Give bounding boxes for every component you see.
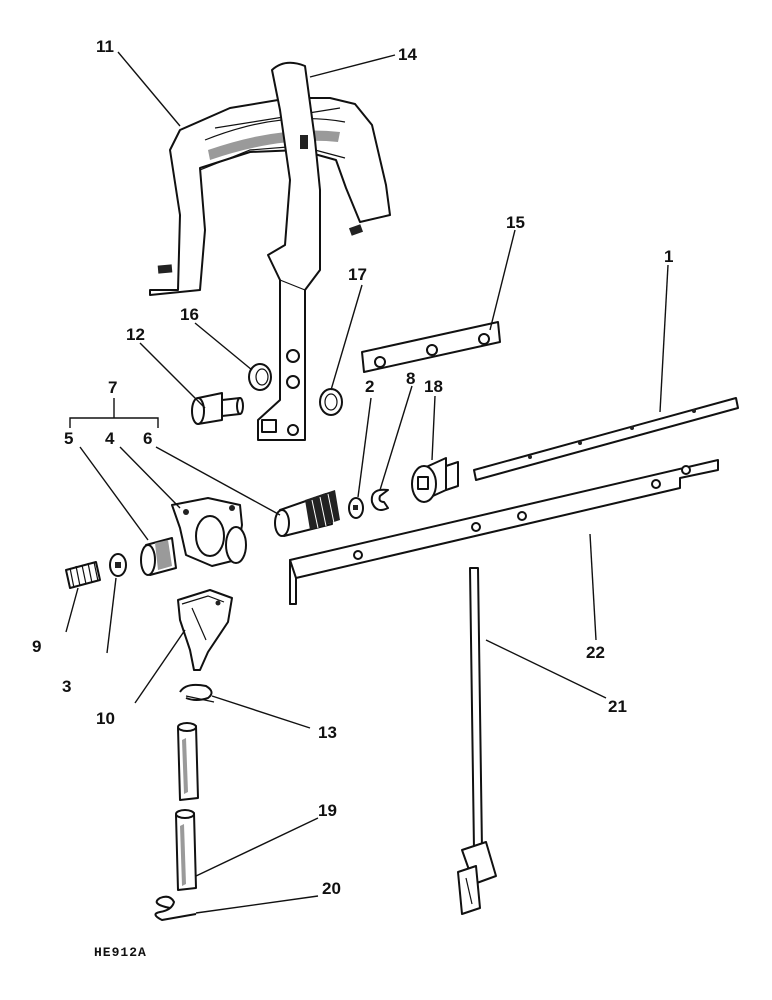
callout-15: 15	[506, 213, 525, 232]
callout-12: 12	[126, 325, 145, 344]
pivot-pin	[191, 392, 244, 425]
callout-10: 10	[96, 709, 115, 728]
callout-labels: 11 14 15 1 17 16 12 7 2 8 18 5 4 6 22 9 …	[32, 37, 673, 898]
rod	[457, 567, 497, 915]
callout-6: 6	[143, 429, 152, 448]
callout-2: 2	[365, 377, 374, 396]
spring-clip-13	[179, 683, 215, 703]
tube-upper	[177, 722, 199, 801]
bush-16	[248, 363, 272, 391]
callout-17: 17	[348, 265, 367, 284]
callout-5: 5	[64, 429, 73, 448]
callout-13: 13	[318, 723, 337, 742]
callout-14: 14	[398, 45, 417, 64]
callout-8: 8	[406, 369, 415, 388]
callout-4: 4	[105, 429, 115, 448]
washer-3	[109, 553, 127, 577]
callout-22: 22	[586, 643, 605, 662]
bush-17	[319, 388, 343, 416]
callout-9: 9	[32, 637, 41, 656]
pinion-shaft	[274, 490, 340, 537]
callout-20: 20	[322, 879, 341, 898]
collar	[411, 457, 459, 503]
spring	[65, 561, 101, 589]
angle-iron	[289, 459, 719, 605]
circlip	[370, 488, 389, 511]
bar	[473, 397, 739, 481]
hairpin-clip-20	[154, 895, 197, 921]
tube-lower	[175, 809, 197, 891]
sleeve	[140, 537, 177, 576]
callout-18: 18	[424, 377, 443, 396]
callout-7: 7	[108, 378, 117, 397]
plate	[361, 321, 501, 373]
figure-id: HE912A	[94, 945, 147, 960]
housing	[171, 497, 247, 567]
callout-1: 1	[664, 247, 673, 266]
washer-2	[348, 497, 364, 519]
callout-11: 11	[96, 37, 114, 56]
hopper-bracket	[177, 589, 233, 671]
leader-lines	[65, 51, 669, 914]
callout-16: 16	[180, 305, 199, 324]
control-lever	[257, 61, 321, 441]
callout-19: 19	[318, 801, 337, 820]
callout-3: 3	[62, 677, 71, 696]
callout-21: 21	[608, 697, 627, 716]
